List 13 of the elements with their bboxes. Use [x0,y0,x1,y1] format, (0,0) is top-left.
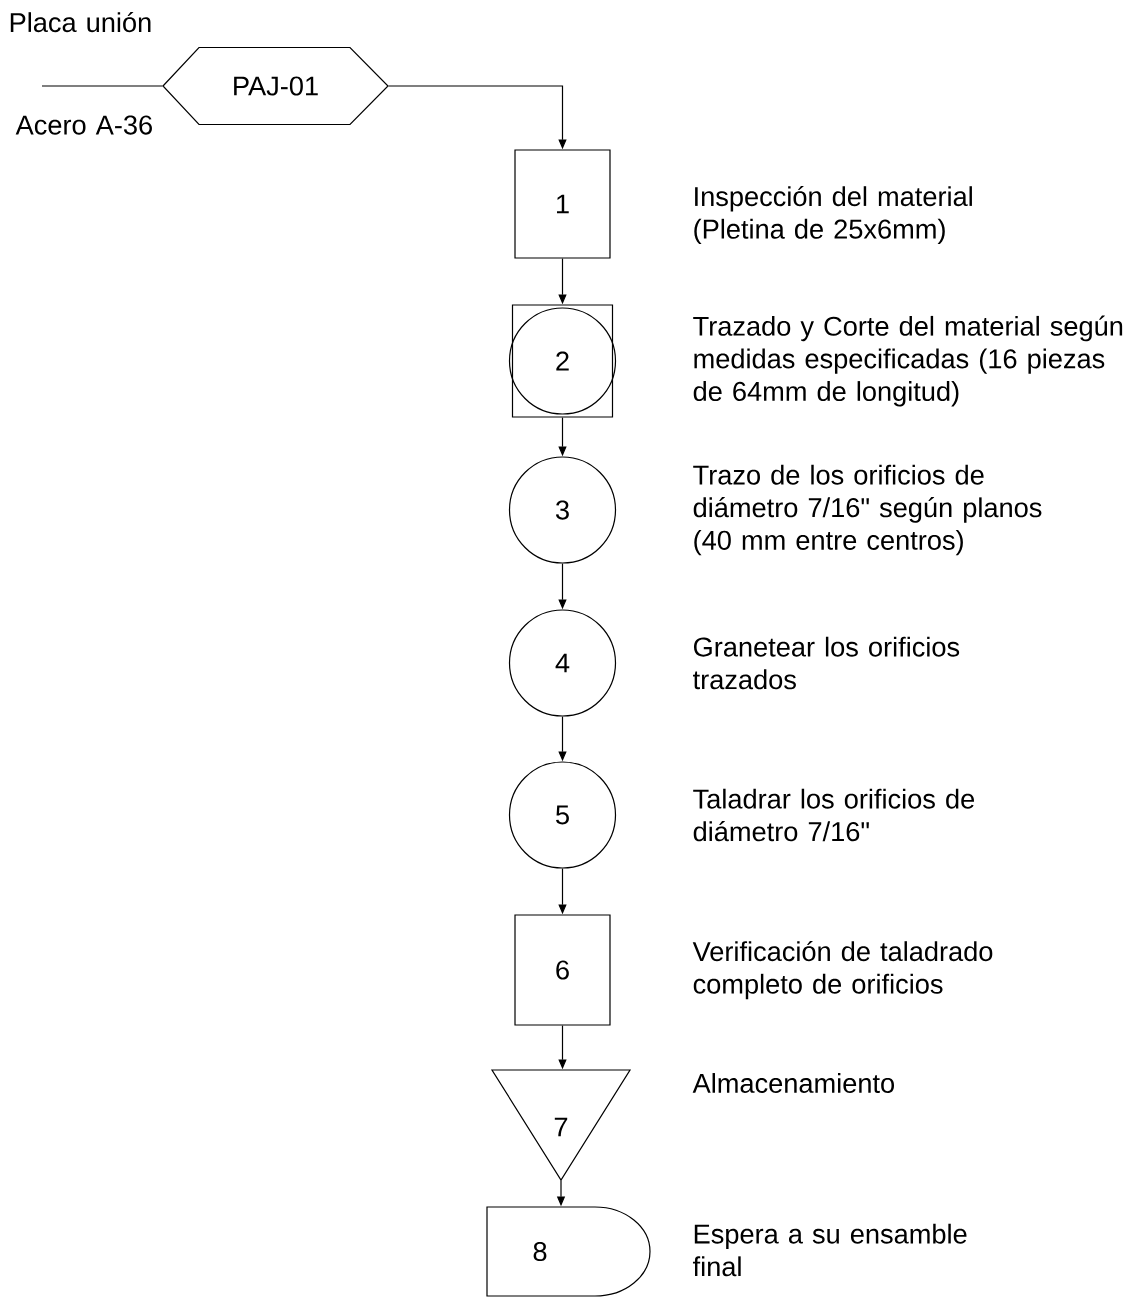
material-label: Acero A-36 [15,115,152,135]
step-description: Granetear los orificios trazados [693,636,960,690]
material-hexagon: PAJ-01 [162,46,389,126]
step-description: Taladrar los orificios de diámetro 7/16" [693,788,975,842]
step-description: Trazo de los orificios de diámetro 7/16" según planos (40 mm entre centros) [693,464,1042,556]
step-description: Almacenamiento [692,1073,894,1093]
step-description: Espera a su ensamble final [693,1223,967,1277]
material-label: Placa unión [10,11,151,33]
inspection-box: 1 [514,149,611,259]
step-description: Trazado y Corte del material según medidas especificadas (16 piezas de 64mm de longitud) [693,315,1123,407]
step-description: Inspección del material (Pletina de 25x6mm) [694,185,972,245]
step-description: Verificación de taladrado completo de orificios [692,940,993,1000]
inspection-box: 6 [514,914,611,1026]
